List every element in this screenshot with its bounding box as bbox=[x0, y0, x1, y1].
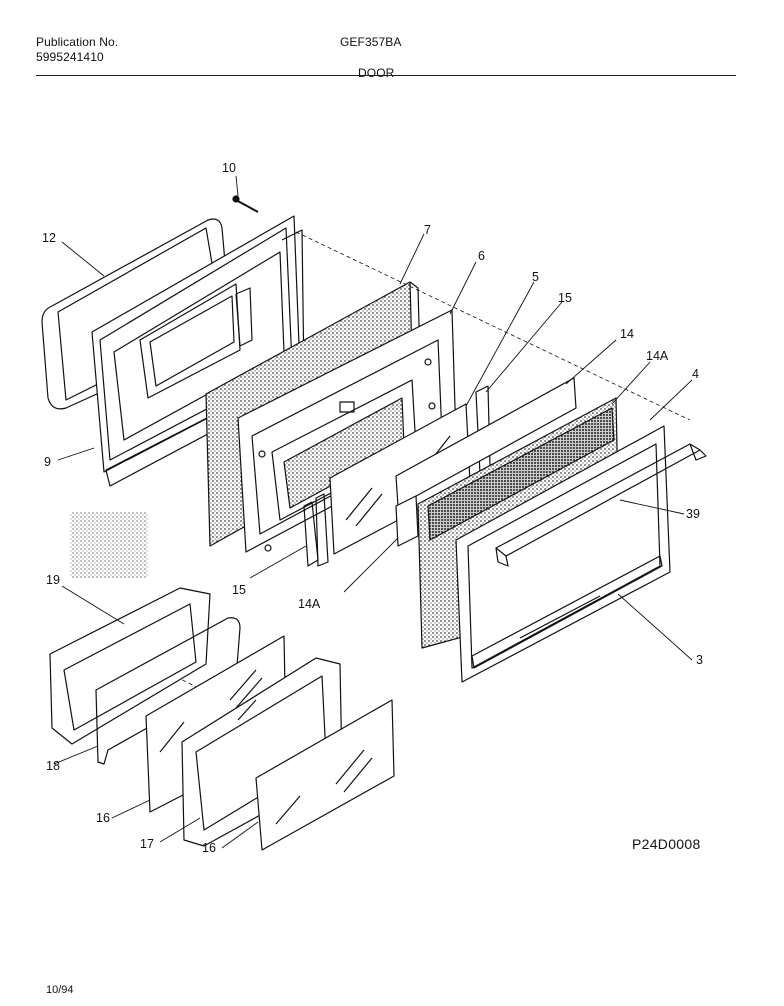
revision-date: 10/94 bbox=[46, 984, 74, 996]
section-title: DOOR bbox=[358, 66, 395, 80]
callout-14: 14 bbox=[620, 327, 634, 341]
callout-14a-bottom: 14A bbox=[298, 597, 321, 611]
model-number: GEF357BA bbox=[340, 35, 402, 49]
callout-18: 18 bbox=[46, 759, 60, 773]
callout-5: 5 bbox=[532, 270, 539, 284]
callout-15-right: 15 bbox=[558, 291, 572, 305]
door-handle-part bbox=[495, 443, 707, 567]
screw-part bbox=[232, 195, 259, 213]
header-rule bbox=[36, 75, 736, 76]
heat-shield-part bbox=[395, 377, 577, 547]
scan-smudge bbox=[70, 512, 148, 578]
callout-9: 9 bbox=[44, 455, 51, 469]
callout-16-upper: 16 bbox=[96, 811, 110, 825]
glass-gasket-part bbox=[95, 617, 241, 765]
callout-3: 3 bbox=[696, 653, 703, 667]
callout-10: 10 bbox=[222, 161, 236, 175]
bracket-left-part bbox=[303, 493, 329, 567]
outer-frame-part bbox=[455, 425, 671, 683]
glass-lower-part bbox=[255, 699, 395, 851]
drawing-id: P24D0008 bbox=[632, 836, 701, 852]
callout-39: 39 bbox=[686, 507, 700, 521]
leader-lines bbox=[53, 175, 693, 849]
callout-17: 17 bbox=[140, 837, 154, 851]
callout-14a-top: 14A bbox=[646, 349, 669, 363]
callout-12: 12 bbox=[42, 231, 56, 245]
callout-labels: 10 12 9 7 6 5 15 14 14A 4 39 3 15 14A 19… bbox=[42, 161, 703, 855]
window-frame-part bbox=[49, 587, 211, 745]
callout-4: 4 bbox=[692, 367, 699, 381]
callout-19: 19 bbox=[46, 573, 60, 587]
publication-label: Publication No. bbox=[36, 35, 119, 49]
callout-6: 6 bbox=[478, 249, 485, 263]
publication-number: 5995241410 bbox=[36, 50, 104, 64]
callout-7: 7 bbox=[424, 223, 431, 237]
callout-16-lower: 16 bbox=[202, 841, 216, 855]
callout-15-left: 15 bbox=[232, 583, 246, 597]
